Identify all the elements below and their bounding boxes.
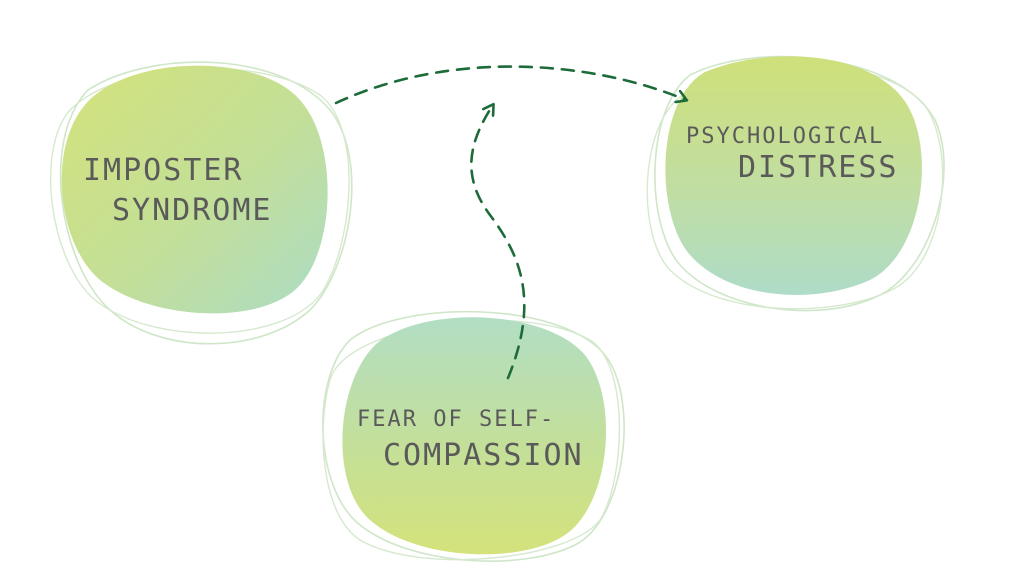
psychological-distress-node — [646, 55, 945, 312]
imposter-blob — [61, 65, 328, 314]
fear-label-line1: FEAR OF SELF- — [357, 407, 556, 432]
imposter-label-line2: SYNDROME — [112, 193, 273, 228]
distress-label-line1: PSYCHOLOGICAL — [686, 124, 885, 149]
imposter-label-line1: IMPOSTER — [83, 153, 244, 188]
fear-blob — [342, 317, 607, 555]
fear-outline-1 — [322, 310, 625, 562]
imposter-syndrome-node — [49, 61, 353, 345]
distress-blob — [665, 56, 922, 295]
fear-of-self-compassion-node — [322, 310, 625, 562]
arrow-imposter-to-distress — [334, 65, 686, 105]
fear-label-line2: COMPASSION — [383, 438, 584, 473]
distress-label-line2: DISTRESS — [738, 150, 899, 185]
imposter-outline-1 — [59, 61, 353, 345]
arrow-fear-to-edge — [470, 105, 526, 380]
